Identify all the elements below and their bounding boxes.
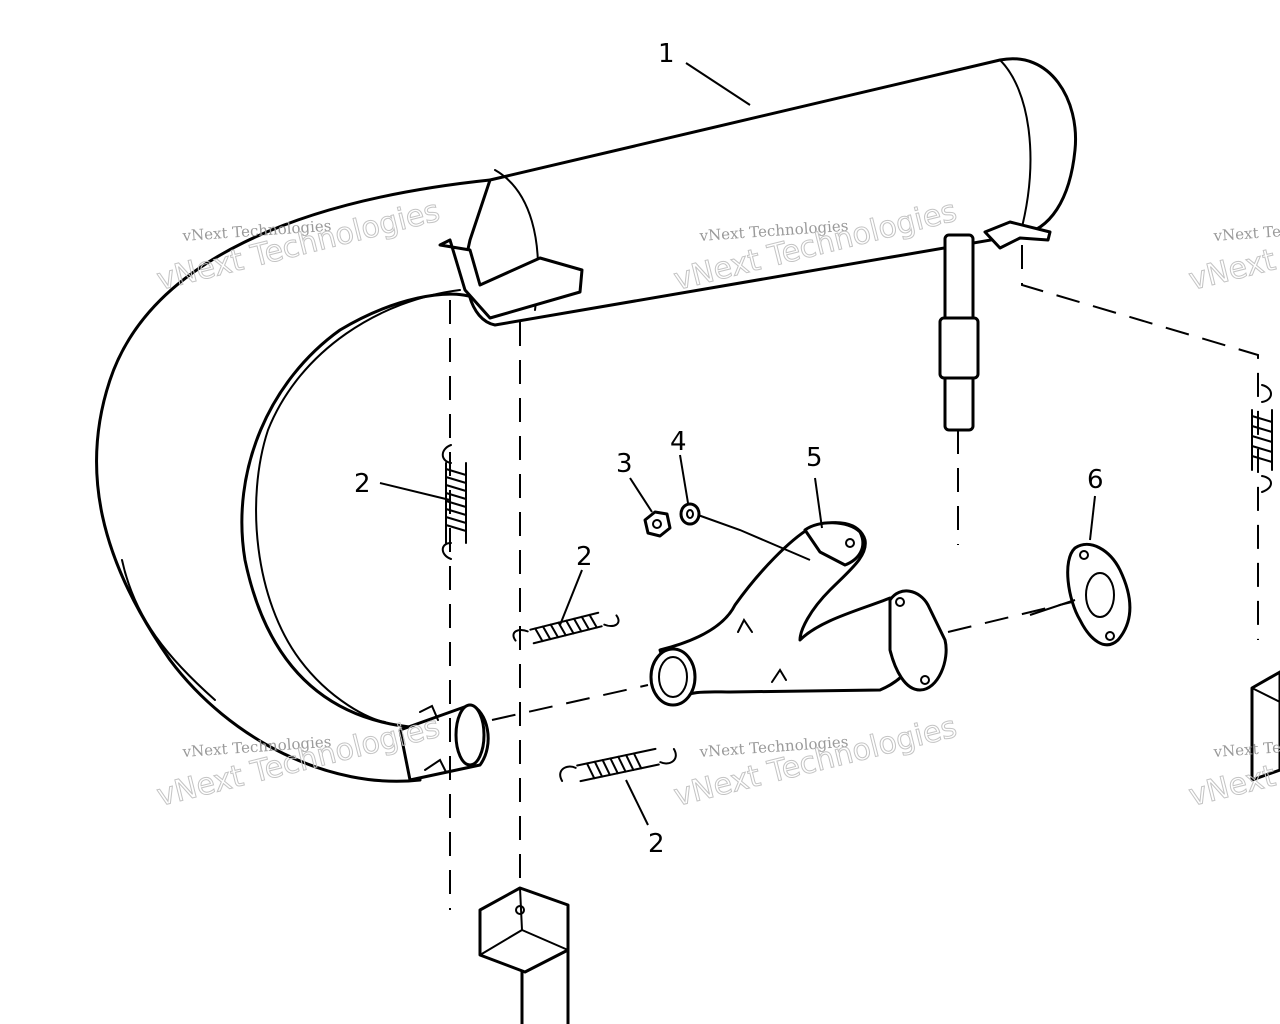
callout-nut: 3 <box>616 449 633 479</box>
nut <box>643 510 672 538</box>
leader-lines <box>379 62 1096 826</box>
callout-spring-left: 2 <box>354 469 371 499</box>
svg-text:vNext Te: vNext Te <box>1212 738 1280 761</box>
callout-y-pipe: 5 <box>806 443 823 473</box>
muffler <box>95 57 1078 783</box>
alignment-lines <box>449 245 1259 910</box>
callout-muffler: 1 <box>658 39 675 69</box>
watermark-bottom-center: vNext Technologies vNext Technologies <box>670 709 961 814</box>
spring-bottom <box>559 747 677 783</box>
spring-right <box>1251 384 1273 493</box>
muffler-bracket-left <box>438 238 584 320</box>
y-pipe <box>649 521 948 707</box>
callout-gasket: 6 <box>1087 465 1104 495</box>
frame-bracket-bottom <box>478 886 570 1024</box>
spring-vertical-left <box>441 444 467 560</box>
gasket <box>1066 542 1132 647</box>
y-pipe-flange <box>888 589 948 692</box>
watermark-bottom-right: vNext Te vNext Techn <box>1185 735 1280 814</box>
callout-spring-middle: 2 <box>576 542 593 572</box>
head-pipe <box>95 178 492 783</box>
callout-washer: 4 <box>670 427 687 457</box>
frame-bracket-right <box>1250 670 1280 782</box>
svg-text:vNext Te: vNext Te <box>1212 222 1280 245</box>
callout-spring-bottom: 2 <box>648 829 665 859</box>
washer <box>679 502 701 526</box>
callouts: 1 2 2 2 3 4 5 6 <box>354 39 1104 859</box>
muffler-bracket-right <box>983 220 1052 250</box>
watermark-top-right: vNext Te vNext Techn <box>1185 219 1280 298</box>
svg-text:vNext Technologies: vNext Technologies <box>670 710 960 814</box>
spring-middle <box>512 611 620 645</box>
